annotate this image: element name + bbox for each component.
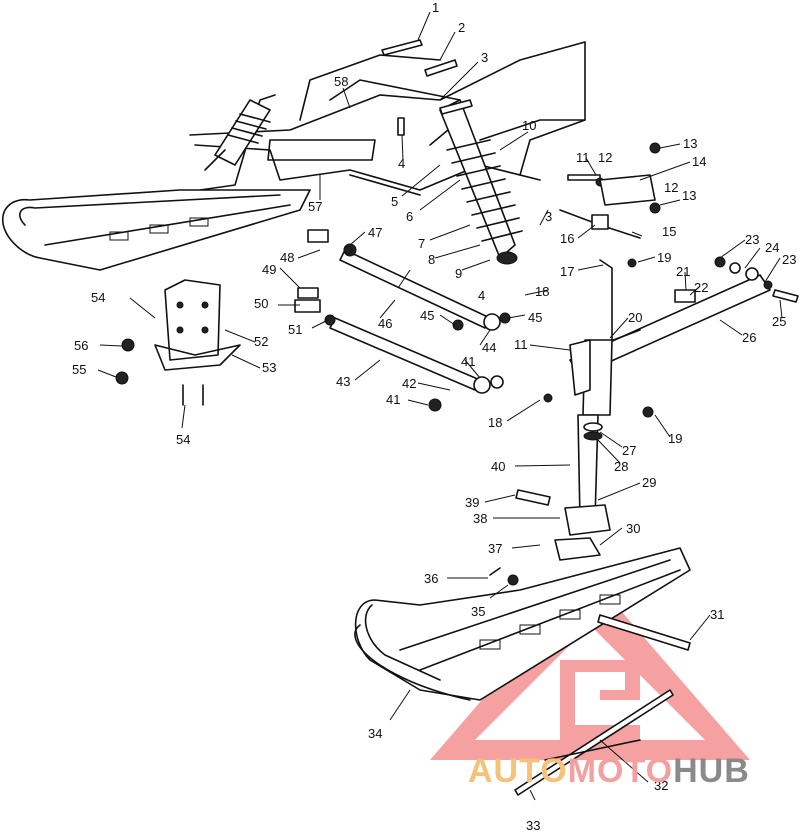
watermark-word-2: MOTO (567, 752, 674, 790)
callout: 6 (406, 209, 413, 224)
callout: 50 (254, 296, 268, 311)
callout: 25 (772, 314, 786, 329)
callout: 23 (745, 232, 759, 247)
callout: 46 (378, 316, 392, 331)
callout: 41 (461, 354, 475, 369)
callout: 43 (336, 374, 350, 389)
callout: 42 (402, 376, 416, 391)
callout: 29 (642, 475, 656, 490)
callout: 33 (526, 818, 540, 833)
callout: 36 (424, 571, 438, 586)
callout: 20 (628, 310, 642, 325)
callout: 10 (522, 118, 536, 133)
callout: 5 (391, 194, 398, 209)
callout: 4 (398, 156, 405, 171)
callout: 47 (368, 225, 382, 240)
watermark-text: AUTOMOTOHUB (468, 752, 750, 791)
mounting-bracket (115, 279, 241, 406)
callout: 49 (262, 262, 276, 277)
callout: 18 (535, 284, 549, 299)
callout: 13 (683, 136, 697, 151)
callout: 24 (765, 240, 779, 255)
wear-bar (514, 689, 674, 796)
callout: 13 (682, 188, 696, 203)
callout: 8 (428, 252, 435, 267)
callout: 18 (488, 415, 502, 430)
callout: 3 (545, 209, 552, 224)
callout: 11 (514, 337, 528, 352)
callout: 26 (742, 330, 756, 345)
callout: 15 (662, 224, 676, 239)
callout: 38 (473, 511, 487, 526)
callout: 45 (420, 308, 434, 323)
callout: 27 (622, 443, 636, 458)
callout: 12 (664, 180, 678, 195)
callout: 48 (280, 250, 294, 265)
callout: 52 (254, 334, 268, 349)
callout: 53 (262, 360, 276, 375)
callout: 12 (598, 150, 612, 165)
callout: 7 (418, 236, 425, 251)
callout: 35 (471, 604, 485, 619)
tie-rod-hardware (714, 256, 799, 303)
rear-shock-left (204, 99, 271, 171)
callout: 39 (465, 495, 479, 510)
callout: 17 (560, 264, 574, 279)
radius-rods (329, 243, 511, 412)
pivot-hardware (294, 229, 353, 326)
callout: 11 (576, 150, 590, 165)
callout: 3 (481, 50, 488, 65)
callout: 34 (368, 726, 382, 741)
leader-lines (97, 11, 783, 801)
callout: 55 (72, 362, 86, 377)
callout: 14 (692, 154, 706, 169)
spindle (515, 339, 654, 561)
callout: 56 (74, 338, 88, 353)
top-bolts (381, 39, 661, 214)
front-shock (439, 99, 523, 265)
callout: 54 (176, 432, 190, 447)
callout: 40 (491, 459, 505, 474)
callout: 54 (91, 290, 105, 305)
callout: 37 (488, 541, 502, 556)
left-ski (2, 189, 311, 271)
callout: 16 (560, 231, 574, 246)
callout: 9 (455, 266, 462, 281)
callout: 31 (710, 607, 724, 622)
steering-link (559, 209, 641, 341)
callout: 19 (668, 431, 682, 446)
callout: 19 (657, 250, 671, 265)
callout: 44 (482, 340, 496, 355)
callout: 28 (614, 459, 628, 474)
callout: 45 (528, 310, 542, 325)
front-ski (354, 547, 691, 701)
callout-labels: 1 2 3 58 10 4 13 11 12 14 5 6 57 3 13 12… (72, 0, 796, 833)
watermark-word-1: AUTO (468, 752, 568, 790)
callout: 23 (782, 252, 796, 267)
watermark-word-3: HUB (673, 752, 750, 790)
callout: 22 (694, 280, 708, 295)
callout: 41 (386, 392, 400, 407)
callout: 57 (308, 199, 322, 214)
ski-bolt (489, 567, 691, 651)
callout: 2 (458, 20, 465, 35)
callout: 4 (478, 288, 485, 303)
callout: 21 (676, 264, 690, 279)
callout: 51 (288, 322, 302, 337)
callout: 30 (626, 521, 640, 536)
callout: 1 (432, 0, 439, 15)
callout: 32 (654, 778, 668, 793)
callout: 58 (334, 74, 348, 89)
